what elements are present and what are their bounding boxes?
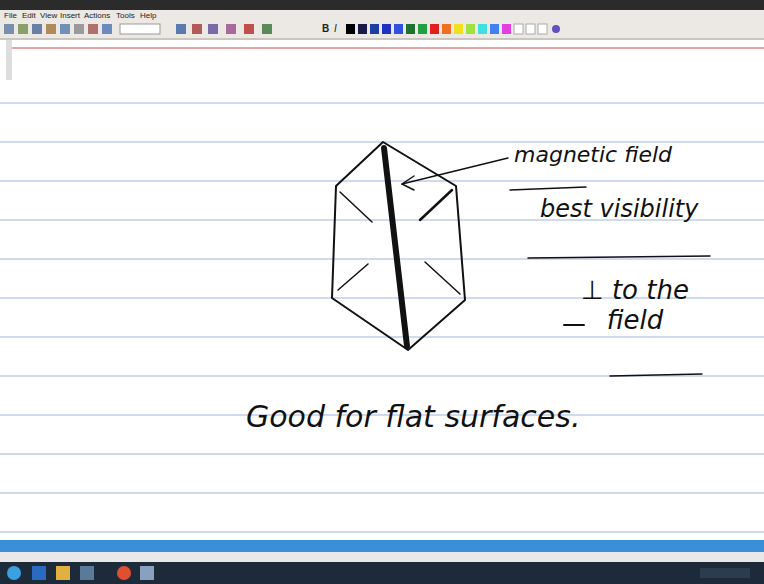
handwritten-note: magnetic field (514, 142, 672, 167)
handwritten-note: ⊥ to the field (560, 276, 710, 336)
handwritten-note: Good for flat surfaces. (246, 400, 580, 435)
bold-button: B (322, 23, 329, 35)
menu-item: Actions (84, 11, 110, 20)
menu-item: Tools (116, 11, 135, 20)
menu-item: Help (140, 11, 156, 20)
menu-item: File (4, 11, 17, 20)
handwritten-note: best visibility (540, 196, 698, 224)
menu-item: Edit (22, 11, 36, 20)
menu-item: View (40, 11, 57, 20)
italic-button: I (334, 23, 337, 35)
menu-item: Insert (60, 11, 80, 20)
